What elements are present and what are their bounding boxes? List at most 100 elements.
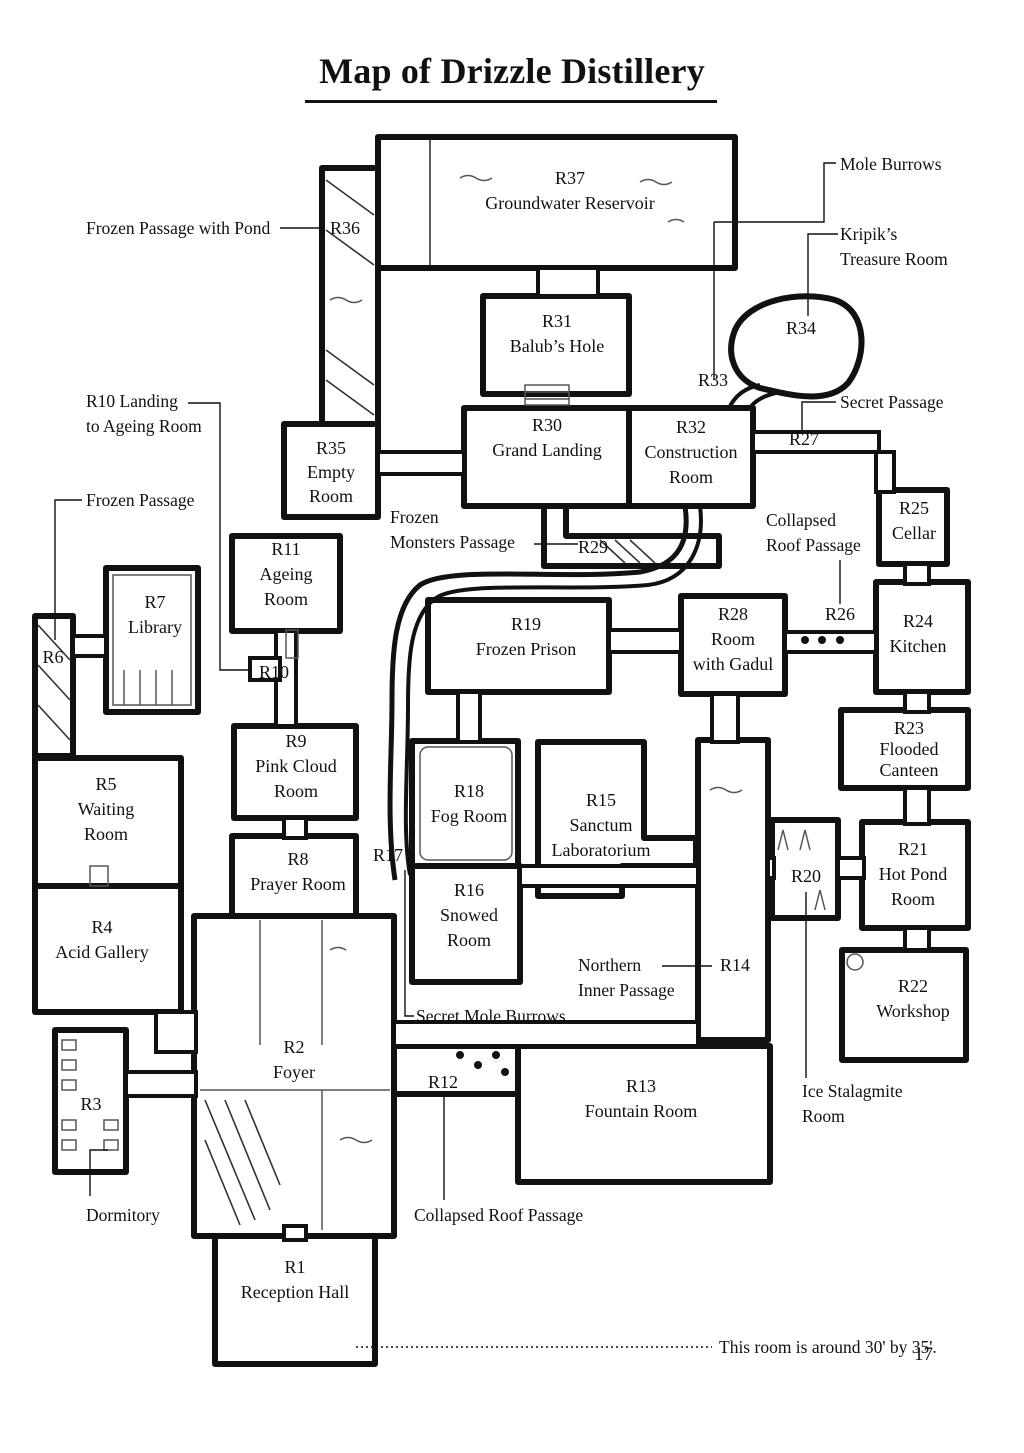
r35-line: Room [309, 486, 353, 506]
leader-lines [54, 162, 841, 1348]
r1-line: Reception Hall [241, 1282, 349, 1302]
r31-line: R31 [542, 311, 572, 331]
r25-line: R25 [899, 498, 929, 518]
scale-note: This room is around 30' by 35'. [719, 1337, 937, 1357]
northern-inner-line: Northern [578, 955, 641, 975]
r14-line: R14 [720, 955, 750, 975]
r22-line: R22 [898, 976, 928, 996]
r28-line: R28 [718, 604, 748, 624]
callout-frozen-passage: Frozen Passage [86, 490, 195, 510]
r30-line: R30 [532, 415, 562, 435]
r27-line: R27 [789, 429, 819, 449]
r11-line: Ageing [260, 564, 313, 584]
frozen-monsters-line: Monsters Passage [390, 532, 515, 552]
r32-line: Room [669, 467, 713, 487]
stairs [89, 384, 570, 887]
r24-line: R24 [903, 611, 933, 631]
r37-line: R37 [555, 168, 585, 188]
r3-beds [61, 1039, 119, 1151]
room-r24-walls [873, 579, 971, 695]
r8-line: Prayer Room [250, 874, 345, 894]
room-r19-walls [425, 597, 612, 695]
r32-line: R32 [676, 417, 706, 437]
frozen-monsters-line: Frozen [390, 507, 439, 527]
r33-line: R33 [698, 370, 728, 390]
callout-dormitory: Dormitory [86, 1205, 160, 1225]
r15-line: Laboratorium [552, 840, 651, 860]
room-r36-walls [319, 165, 381, 429]
collapsed-roof-26-line: Collapsed [766, 510, 836, 530]
r9-line: Pink Cloud [255, 756, 337, 776]
r11-line: R11 [271, 539, 300, 559]
r28-line: Room [711, 629, 755, 649]
room-r18-walls [409, 738, 521, 869]
frozen-passage-line: Frozen Passage [86, 490, 195, 510]
r9-line: Room [274, 781, 318, 801]
label-r17: R17 [373, 845, 403, 865]
room-r6-walls [32, 613, 76, 759]
room-r5-walls [32, 755, 184, 889]
r35-line: R35 [316, 438, 346, 458]
room-r4-walls [32, 883, 184, 1015]
callout-mole-burrows: Mole Burrows [840, 154, 942, 174]
r23-line: R23 [894, 718, 924, 738]
r4-line: R4 [91, 917, 112, 937]
room-r1-walls [212, 1233, 378, 1367]
r9-line: R9 [285, 731, 306, 751]
room-details [37, 174, 864, 1230]
r17-line: R17 [373, 845, 403, 865]
callout-collapsed-roof-12: Collapsed Roof Passage [414, 1205, 583, 1225]
ice-stalagmite-line: Ice Stalagmite [802, 1081, 903, 1101]
r5-line: R5 [95, 774, 116, 794]
callout-frozen-passage-pond: Frozen Passage with Pond [86, 218, 270, 238]
r26-line: R26 [825, 604, 855, 624]
room-r16-walls [409, 863, 523, 985]
dormitory-line: Dormitory [86, 1205, 160, 1225]
label-r10: R10 [259, 662, 289, 682]
r29-hatching [599, 539, 656, 564]
r4-line: Acid Gallery [55, 942, 148, 962]
r19-line: R19 [511, 614, 541, 634]
r23-line: Flooded [879, 739, 938, 759]
label-r34: R34 [786, 318, 816, 338]
label-r6: R6 [42, 647, 63, 667]
r7-line: R7 [144, 592, 165, 612]
room-r8-walls [229, 833, 359, 919]
label-r36: R36 [330, 218, 360, 238]
r2-pillars [200, 920, 390, 1230]
r23-line: Canteen [880, 760, 939, 780]
room-r22-walls [839, 947, 969, 1063]
room-r31-walls [480, 293, 632, 397]
label-r27: R27 [789, 429, 819, 449]
page-number: 17 [914, 1344, 933, 1365]
corridors [71, 266, 931, 1242]
r18-line: Fog Room [431, 806, 508, 826]
mole-burrows-line: Mole Burrows [840, 154, 942, 174]
r21-line: R21 [898, 839, 928, 859]
r36-line: R36 [330, 218, 360, 238]
r32-line: Construction [645, 442, 738, 462]
room-r32-walls [626, 405, 756, 509]
r37-line: Groundwater Reservoir [485, 193, 654, 213]
r34-line: R34 [786, 318, 816, 338]
r28-line: with Gadul [693, 654, 774, 674]
rubble-dots [456, 636, 844, 1076]
r2-line: R2 [283, 1037, 304, 1057]
